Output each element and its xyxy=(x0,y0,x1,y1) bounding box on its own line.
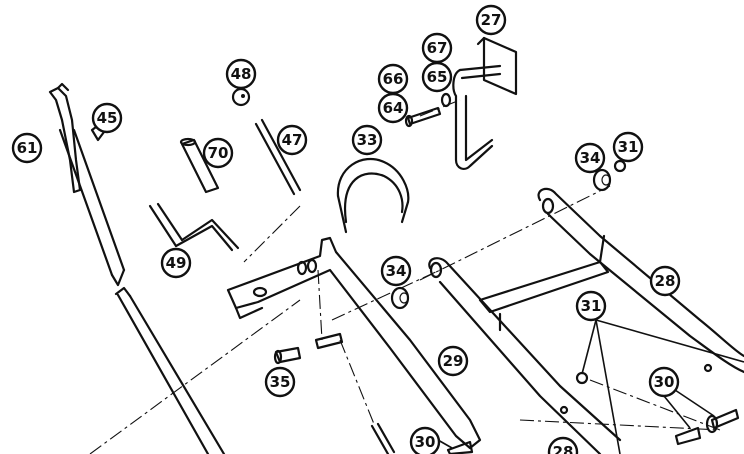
callout-33-label: 33 xyxy=(357,131,378,149)
callout-70: 70 xyxy=(202,137,234,169)
callout-67: 67 xyxy=(421,32,453,64)
callout-33: 33 xyxy=(351,124,383,156)
callout-49: 49 xyxy=(160,247,192,279)
part-30-bolt-right xyxy=(674,408,740,446)
callout-61-label: 61 xyxy=(17,139,38,157)
callout-31-lower: 31 xyxy=(575,290,607,322)
callout-29-label: 29 xyxy=(443,352,464,370)
callout-65: 65 xyxy=(421,61,453,93)
callout-67-label: 67 xyxy=(427,39,448,57)
callout-34-upper-label: 34 xyxy=(580,149,601,167)
callout-65-label: 65 xyxy=(427,68,448,86)
callout-45: 45 xyxy=(91,102,123,134)
callout-66-label: 66 xyxy=(383,70,404,88)
callout-30-lower: 30 xyxy=(409,426,441,454)
part-61-lever-tube xyxy=(48,82,226,454)
part-64-bolt xyxy=(404,92,452,128)
part-28-frame xyxy=(428,187,744,454)
callout-61: 61 xyxy=(11,132,43,164)
part-48-knob xyxy=(231,87,251,107)
callout-47-label: 47 xyxy=(282,131,303,149)
centerlines xyxy=(89,99,721,454)
callout-34-lower-label: 34 xyxy=(386,262,407,280)
callout-28-lower: 28 xyxy=(547,436,579,454)
part-47-rod xyxy=(254,118,302,196)
callout-48-label: 48 xyxy=(231,65,252,83)
callout-34-upper: 34 xyxy=(574,142,606,174)
callout-49-label: 49 xyxy=(166,254,187,272)
callout-27: 27 xyxy=(475,4,507,36)
part-29-arm xyxy=(226,236,482,450)
callout-35-label: 35 xyxy=(270,373,291,391)
part-30-bolt-lower xyxy=(446,440,474,454)
callout-30-right-label: 30 xyxy=(654,373,675,391)
callout-47: 47 xyxy=(276,124,308,156)
callout-30-right: 30 xyxy=(648,366,680,398)
callout-28-upper: 28 xyxy=(649,265,681,297)
callout-48: 48 xyxy=(225,58,257,90)
part-70-sleeve xyxy=(179,137,220,194)
callout-30-lower-label: 30 xyxy=(415,433,436,451)
part-35-pin xyxy=(273,346,302,365)
callout-27-label: 27 xyxy=(481,11,502,29)
callout-29: 29 xyxy=(437,345,469,377)
callout-64: 64 xyxy=(377,92,409,124)
callout-31-upper: 31 xyxy=(612,131,644,163)
part-arm-pin xyxy=(314,332,396,454)
callout-35: 35 xyxy=(264,366,296,398)
part-49-crank xyxy=(148,202,240,252)
callout-34-lower: 34 xyxy=(380,255,412,287)
part-27-bracket xyxy=(452,36,518,170)
callout-45-label: 45 xyxy=(97,109,118,127)
callout-66: 66 xyxy=(377,63,409,95)
callout-28-upper-label: 28 xyxy=(655,272,676,290)
callout-31-lower-label: 31 xyxy=(581,297,602,315)
part-31-nut-upper xyxy=(613,159,627,173)
part-33-u-bolt xyxy=(336,157,410,234)
callout-64-label: 64 xyxy=(383,99,404,117)
callout-31-upper-label: 31 xyxy=(618,138,639,156)
leader-lines xyxy=(437,319,744,454)
part-31-nut-lower xyxy=(575,371,589,385)
callout-70-label: 70 xyxy=(208,144,229,162)
callout-28-lower-label: 28 xyxy=(553,443,574,454)
